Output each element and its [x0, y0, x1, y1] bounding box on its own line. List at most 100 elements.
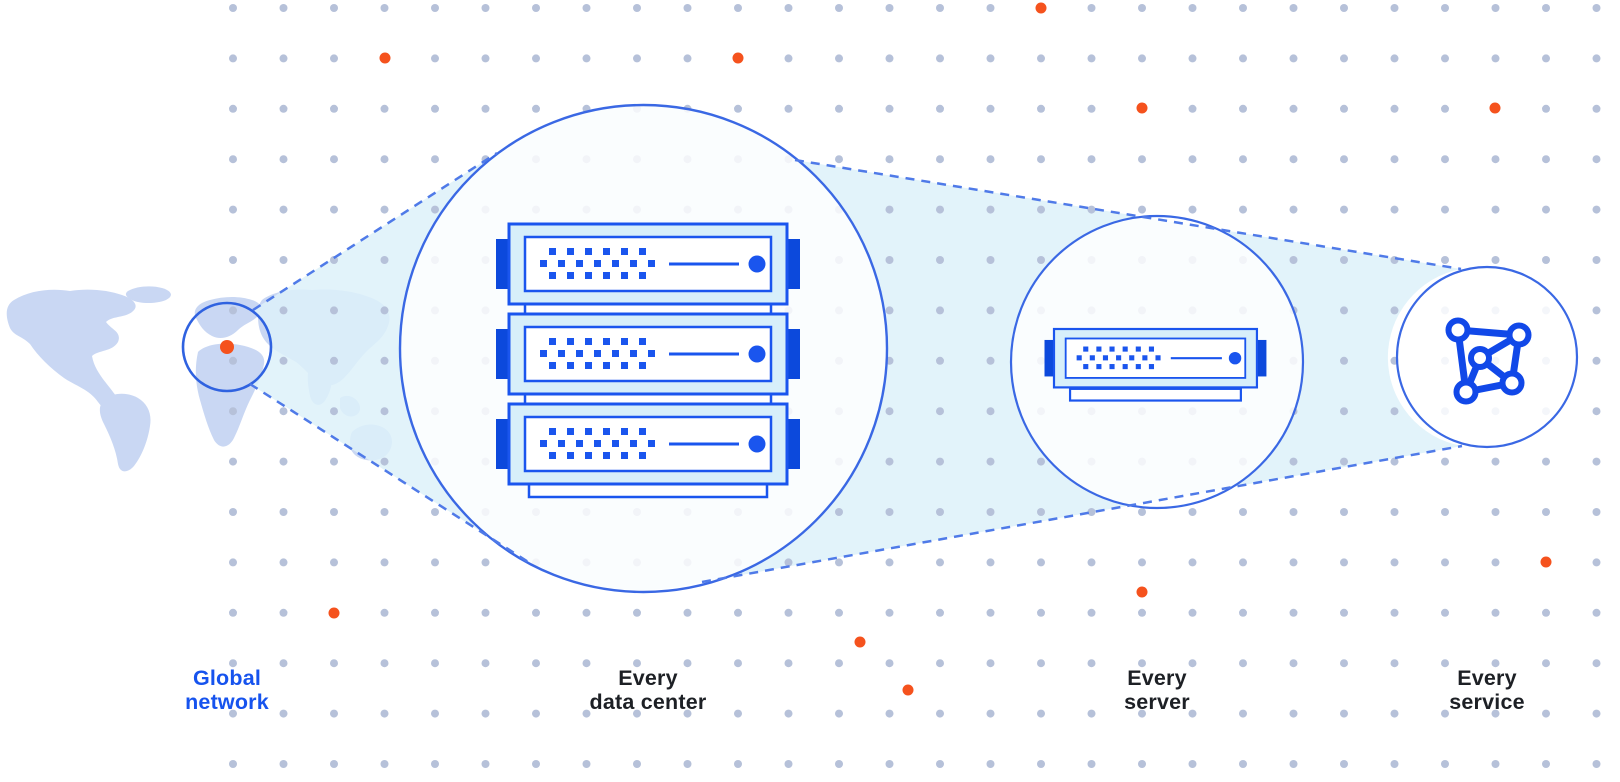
- grid-dot: [582, 54, 591, 63]
- grid-dot: [279, 508, 288, 516]
- grid-dot: [1390, 205, 1399, 214]
- grid-dot: [1592, 457, 1601, 466]
- grid-dot: [1037, 256, 1045, 264]
- grid-dot: [683, 608, 692, 617]
- grid-dot: [1188, 4, 1197, 12]
- grid-dot: [1239, 709, 1247, 718]
- grid-dot: [784, 760, 793, 768]
- grid-dot: [481, 659, 490, 668]
- grid-dot: [734, 659, 742, 668]
- grid-dot: [1087, 4, 1096, 12]
- grid-dot: [1491, 205, 1500, 214]
- grid-dot: [1188, 508, 1197, 516]
- grid-dot: [330, 4, 338, 12]
- grid-dot: [1289, 104, 1298, 113]
- grid-dot: [936, 54, 944, 63]
- grid-dot: [1340, 608, 1348, 617]
- grid-dot: [380, 104, 389, 113]
- grid-dot: [1390, 558, 1399, 567]
- grid-dot: [986, 659, 995, 668]
- grid-dot: [279, 659, 288, 668]
- global-network-circle: [181, 301, 273, 393]
- grid-dot: [1592, 256, 1601, 264]
- grid-dot: [936, 457, 944, 466]
- grid-dot: [380, 4, 389, 12]
- grid-dot: [734, 709, 742, 718]
- grid-dot: [1188, 608, 1197, 617]
- grid-dot-orange: [379, 52, 391, 64]
- dashed-connector-bottom-right: [701, 444, 1463, 584]
- grid-dot: [1592, 306, 1601, 315]
- grid-dot: [582, 760, 591, 768]
- grid-dot: [1188, 760, 1197, 768]
- grid-dot: [936, 306, 944, 315]
- grid-dot: [481, 760, 490, 768]
- label-every-data-center: Every data center: [538, 666, 758, 714]
- grid-dot: [229, 709, 237, 718]
- grid-dot: [431, 760, 439, 768]
- grid-dot: [532, 54, 540, 63]
- grid-dot: [1289, 155, 1298, 164]
- grid-dot: [784, 709, 793, 718]
- grid-dot: [936, 407, 944, 416]
- grid-dot: [279, 54, 288, 63]
- grid-dot: [431, 205, 439, 214]
- grid-dot: [1138, 508, 1146, 516]
- grid-dot: [532, 709, 540, 718]
- grid-dot: [1340, 508, 1348, 516]
- grid-dot: [1289, 760, 1298, 768]
- grid-dot: [784, 558, 793, 567]
- grid-dot: [330, 155, 338, 164]
- label-line: Every: [618, 666, 678, 690]
- grid-dot: [279, 306, 288, 315]
- grid-dot: [986, 205, 995, 214]
- grid-dot: [1037, 608, 1045, 617]
- grid-dot: [936, 709, 944, 718]
- grid-dot: [229, 659, 237, 668]
- grid-dot: [936, 659, 944, 668]
- grid-dot: [1491, 54, 1500, 63]
- grid-dot: [1491, 508, 1500, 516]
- grid-dot: [1542, 508, 1550, 516]
- grid-dot: [380, 508, 389, 516]
- grid-dot: [1542, 104, 1550, 113]
- label-line: Every: [1457, 666, 1517, 690]
- grid-dot: [229, 155, 237, 164]
- grid-dot: [1138, 205, 1146, 214]
- grid-dot: [633, 608, 641, 617]
- grid-dot: [986, 760, 995, 768]
- grid-dot: [1188, 54, 1197, 63]
- grid-dot: [885, 508, 894, 516]
- grid-dot: [633, 760, 641, 768]
- grid-dot: [330, 508, 338, 516]
- label-every-server: Every server: [1047, 666, 1267, 714]
- grid-dot: [330, 709, 338, 718]
- grid-dot: [734, 4, 742, 12]
- grid-dot: [1087, 558, 1096, 567]
- grid-dot: [936, 104, 944, 113]
- grid-dot: [936, 155, 944, 164]
- grid-dot: [1390, 256, 1399, 264]
- grid-dot: [330, 760, 338, 768]
- grid-dot-orange: [1540, 556, 1552, 568]
- grid-dot: [1037, 760, 1045, 768]
- grid-dot: [279, 709, 288, 718]
- grid-dot: [279, 104, 288, 113]
- grid-dot: [431, 508, 439, 516]
- grid-dot: [784, 659, 793, 668]
- grid-dot: [835, 4, 843, 12]
- grid-dot: [1188, 558, 1197, 567]
- grid-dot: [1390, 659, 1399, 668]
- grid-dot: [279, 256, 288, 264]
- grid-dot: [885, 760, 894, 768]
- grid-dot: [532, 608, 540, 617]
- grid-dot: [936, 205, 944, 214]
- grid-dot: [1340, 104, 1348, 113]
- grid-dot: [936, 760, 944, 768]
- grid-dot: [1390, 608, 1399, 617]
- grid-dot: [380, 608, 389, 617]
- grid-dot: [481, 4, 490, 12]
- grid-dot: [229, 608, 237, 617]
- grid-dot: [1592, 760, 1601, 768]
- grid-dot: [279, 155, 288, 164]
